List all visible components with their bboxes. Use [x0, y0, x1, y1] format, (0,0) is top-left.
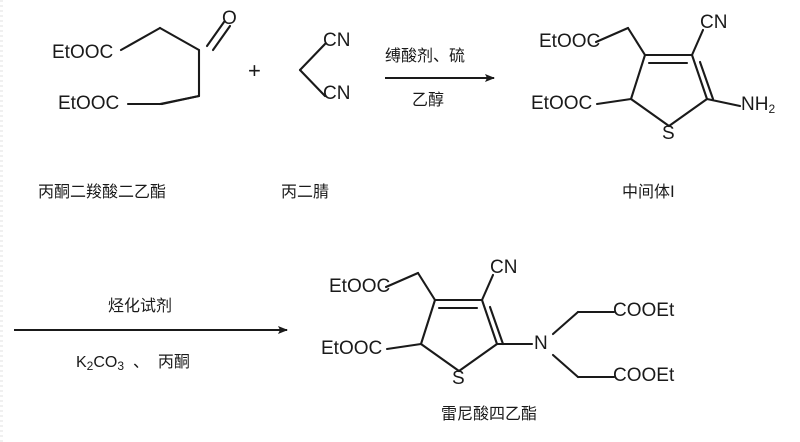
product-name-label: 雷尼酸四乙酯: [441, 404, 538, 423]
intermediate-thiophene-ring: [629, 53, 715, 128]
malononitrile-nitrile-bottom-label: CN: [323, 83, 351, 104]
step2-arrow-above-label: 烃化试剂: [108, 296, 173, 315]
intermediate-ester-lower-label: EtOOC: [531, 93, 593, 114]
product-nitrile-label: CN: [490, 257, 518, 278]
intermediate-nitrile-label: CN: [700, 12, 728, 33]
reactant-acetonedicarboxylate-bonds-lower: [126, 94, 201, 106]
plus-sign: +: [248, 58, 261, 83]
product-ring-sulfur-label: S: [452, 368, 465, 389]
product-ester-upper-label: EtOOC: [329, 276, 391, 297]
potassium-carbonate-base: K: [76, 354, 87, 371]
potassium-carbonate-sub2: 3: [117, 359, 125, 373]
intermediate-ring-sulfur-label: S: [662, 123, 675, 144]
reactant2-name-label: 丙二腈: [281, 182, 330, 201]
intermediate-name-label: 中间体I: [622, 182, 675, 201]
amine-text: NH: [741, 94, 769, 115]
malononitrile-nitrile-top-label: CN: [323, 30, 351, 51]
product-arm-upper-label: COOEt: [613, 300, 675, 321]
amine-subscript: 2: [768, 102, 776, 116]
reactant1-name-label: 丙酮二羧酸二乙酯: [38, 182, 167, 201]
potassium-carbonate-sub1: 2: [86, 359, 94, 373]
reactant1-ester-upper-label: EtOOC: [52, 42, 114, 63]
intermediate-ester-upper-label: EtOOC: [539, 31, 601, 52]
product-nitrogen-label: N: [534, 333, 548, 354]
product-nitrogen-arm-bonds: [551, 310, 616, 379]
step1-arrow-below-label: 乙醇: [412, 90, 445, 109]
reactant-acetonedicarboxylate-bonds: [119, 20, 232, 106]
step2-arrow-below-label: K2CO3 、 丙酮: [76, 348, 190, 373]
reactant1-ketone-oxygen-label: O: [222, 8, 237, 29]
step1-arrow-above-label: 缚酸剂、硫: [385, 46, 466, 65]
solvent-acetone-label: 丙酮: [157, 352, 190, 371]
reactant1-ester-lower-label: EtOOC: [58, 93, 120, 114]
malononitrile-bonds: [298, 42, 327, 98]
left-edge-artifact: [0, 0, 3, 442]
intermediate-substituent-bonds: [594, 26, 742, 108]
product-substituent-bonds: [384, 271, 534, 351]
product-ester-lower-label: EtOOC: [321, 338, 383, 359]
product-thiophene-ring: [419, 298, 505, 373]
reagent-separator: 、: [132, 352, 149, 371]
intermediate-amine-label: NH2: [741, 94, 775, 116]
potassium-carbonate-mid: CO: [93, 354, 118, 371]
product-arm-lower-label: COOEt: [613, 365, 675, 386]
